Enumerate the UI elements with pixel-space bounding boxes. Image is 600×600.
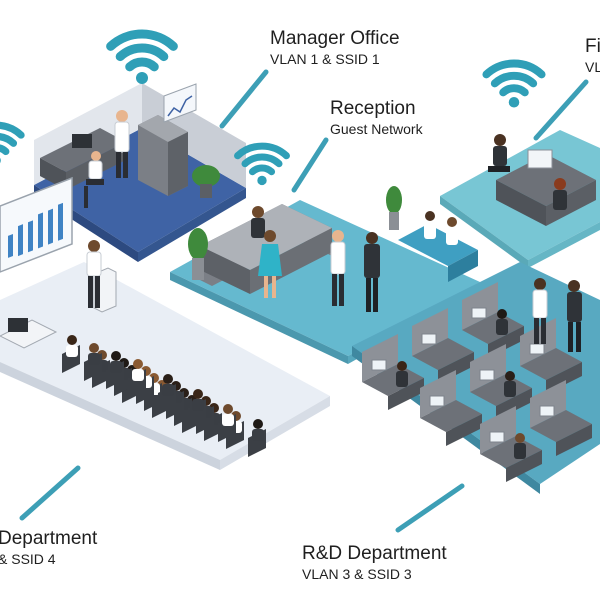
reception-title: Reception (330, 98, 416, 119)
reception-plant (188, 228, 208, 260)
rnd-subtitle: VLAN 3 & SSID 3 (302, 566, 412, 582)
visitor-woman (258, 230, 282, 298)
audience-seating (62, 335, 266, 457)
label-finance: Fi VL (585, 36, 600, 76)
training-floor (0, 262, 330, 460)
audience-member (248, 419, 266, 457)
finance-worker-2 (553, 178, 567, 210)
training-title: Department (0, 528, 98, 549)
connector-rnd (395, 483, 465, 533)
finance-worker-1 (488, 134, 510, 172)
rnd-workstation (530, 380, 592, 456)
reception-subtitle: Guest Network (330, 121, 423, 137)
manager-person-standing (114, 110, 130, 178)
connector-reception (291, 137, 329, 193)
wifi-icon-training (0, 121, 25, 164)
wifi-icon-reception (234, 142, 290, 186)
audience-member (128, 359, 146, 397)
manager-person-seated (84, 151, 104, 208)
presentation-screen (0, 176, 73, 273)
rnd-standing-pair (532, 278, 582, 352)
audience-member (188, 389, 206, 427)
seated-pair (424, 211, 458, 245)
training-subtitle: & SSID 4 (0, 551, 56, 567)
wifi-symbols (0, 29, 546, 186)
finance-subtitle: VL (585, 59, 600, 75)
connector-manager (219, 69, 269, 129)
presenter (86, 240, 102, 308)
rnd-room (352, 262, 600, 494)
manager-office-room (34, 83, 246, 262)
rnd-workstation (470, 344, 532, 420)
training-room (0, 176, 330, 470)
manager-wall-chart (163, 83, 197, 123)
label-rnd: R&D Department VLAN 3 & SSID 3 (302, 543, 447, 583)
manager-plant (192, 165, 220, 187)
finance-title: Fi (585, 36, 600, 57)
connector-training (19, 465, 81, 521)
receptionist (251, 206, 265, 238)
visitor-man-2 (364, 232, 380, 312)
rnd-workstation (480, 406, 542, 482)
audience-member (106, 351, 124, 389)
wifi-icon-finance (482, 59, 546, 108)
manager-desk (40, 128, 126, 172)
label-training: Department & SSID 4 (0, 528, 97, 568)
wifi-icon-manager (106, 29, 178, 84)
connector-finance (533, 79, 589, 141)
visitor-man-1 (330, 230, 346, 306)
audience-member (62, 335, 80, 373)
manager-subtitle: VLAN 1 & SSID 1 (270, 51, 380, 67)
audience-member (84, 343, 102, 381)
label-manager-office: Manager Office VLAN 1 & SSID 1 (270, 28, 400, 68)
finance-room (440, 130, 600, 268)
connector-lines (19, 69, 589, 533)
audience-member (158, 374, 176, 412)
rnd-title: R&D Department (302, 543, 447, 564)
audience-member (218, 404, 236, 442)
rnd-workstation (362, 334, 424, 410)
label-reception: Reception Guest Network (330, 98, 423, 138)
rnd-workstation (420, 370, 482, 446)
reception-sofa (398, 224, 478, 266)
manager-title: Manager Office (270, 28, 400, 49)
